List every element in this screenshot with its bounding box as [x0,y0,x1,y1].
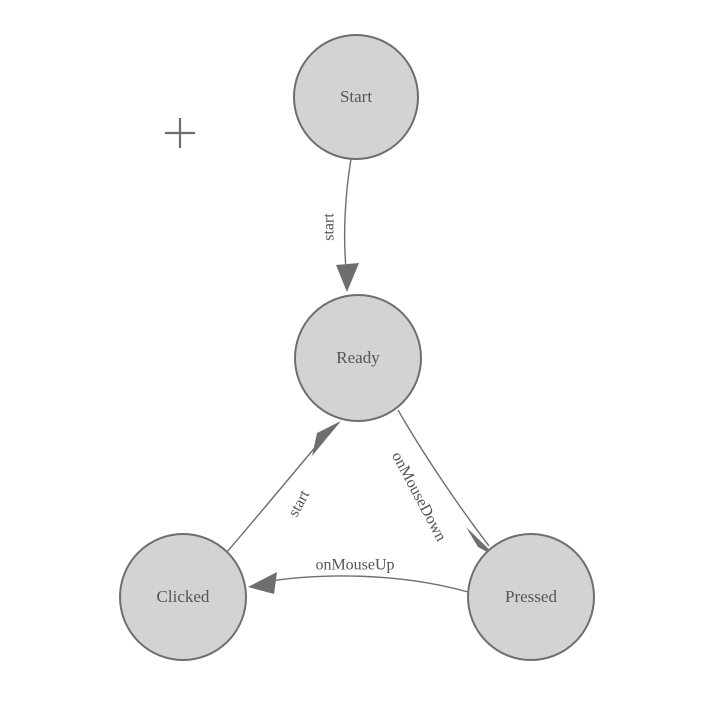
edge-ready-to-pressed[interactable]: onMouseDown [388,409,498,558]
edge-path-pressed-to-clicked [257,575,469,593]
node-ready-label: Ready [336,348,380,367]
edge-path-ready-to-pressed [397,409,490,547]
node-start-label: Start [340,87,372,106]
arrowhead-start-to-ready [336,263,359,292]
node-pressed-circle [467,533,595,661]
node-start[interactable]: Start [293,34,419,160]
node-start-circle [293,34,419,160]
edge-label-clicked-to-ready: start [285,487,313,520]
node-ready[interactable]: Ready [294,294,422,422]
arrowhead-pressed-to-clicked [248,572,277,594]
edge-pressed-to-clicked[interactable]: onMouseUp [248,557,469,594]
plus-icon[interactable] [165,118,195,148]
edge-clicked-to-ready[interactable]: start [226,421,341,553]
edge-label-ready-to-pressed: onMouseDown [388,449,449,544]
edge-label-start-to-ready: start [321,213,338,241]
node-clicked[interactable]: Clicked [119,533,247,661]
node-ready-circle [294,294,422,422]
node-clicked-label: Clicked [157,587,210,606]
edge-path-clicked-to-ready [226,437,324,553]
arrowhead-clicked-to-ready [312,421,341,456]
edge-path-start-to-ready [343,158,352,269]
edge-start-to-ready[interactable]: start [321,158,359,292]
node-pressed-label: Pressed [505,587,557,606]
node-pressed[interactable]: Pressed [467,533,595,661]
node-clicked-circle [119,533,247,661]
edge-label-pressed-to-clicked: onMouseUp [315,557,394,574]
